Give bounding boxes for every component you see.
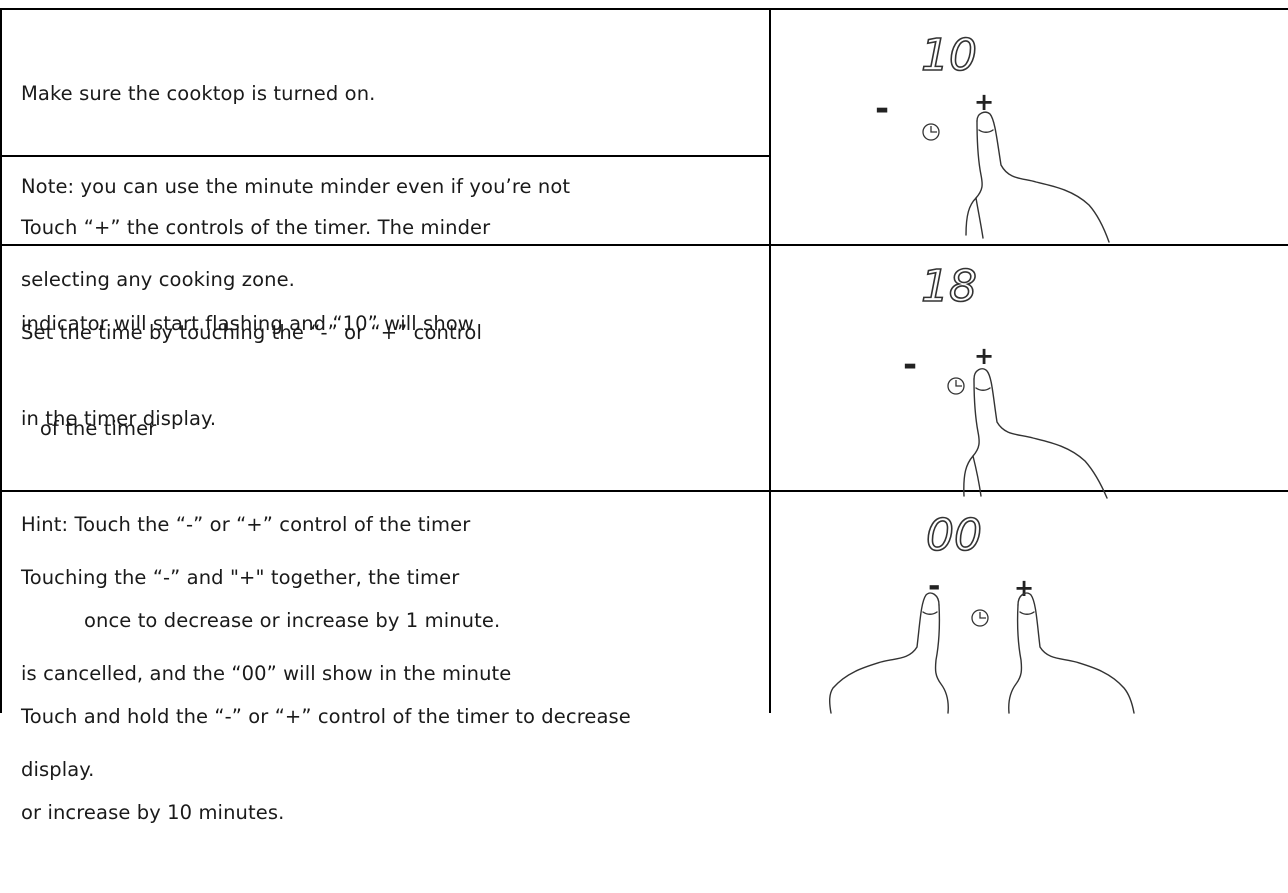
text-line: indicator will start flashing and “10” w…	[21, 312, 474, 335]
row-divider-3	[0, 490, 1288, 492]
text-line: Note: you can use the minute minder even…	[21, 175, 571, 198]
text-line: once to decrease or increase by 1 minute…	[21, 609, 501, 632]
timer-illustration: 10 - +	[875, 29, 1110, 243]
timer-display: 00	[926, 510, 982, 561]
text-line: display.	[21, 758, 95, 781]
timer-figure-3: 00 - +	[771, 492, 1288, 714]
clock-icon	[971, 609, 989, 627]
text-line: selecting any cooking zone.	[21, 268, 295, 291]
text-line: is cancelled, and the “00” will show in …	[21, 662, 512, 685]
row-divider-2	[0, 244, 1288, 246]
minus-control: -	[903, 345, 917, 385]
plus-control: +	[974, 88, 994, 116]
timer-figure-1: 10 - +	[771, 10, 1288, 244]
text-line: Set the time by touching the “-” or “+” …	[21, 321, 482, 344]
table-top-border	[0, 8, 1288, 10]
timer-display: 18	[921, 261, 977, 312]
step-text-1: Make sure the cooktop is turned on. Note…	[21, 16, 570, 357]
timer-illustration: 00 - +	[828, 509, 1135, 714]
hand-pointing-icon	[963, 368, 1108, 499]
clock-icon	[947, 377, 965, 395]
text-line: Make sure the cooktop is turned on.	[21, 82, 376, 105]
clock-icon	[922, 123, 940, 141]
text-line: Touching the “-” and "+" together, the t…	[21, 566, 460, 589]
table-column-divider	[769, 8, 771, 713]
row-divider-1	[0, 155, 771, 157]
hand-left-pointing-icon	[828, 592, 949, 714]
hand-right-pointing-icon	[1008, 592, 1135, 714]
minus-control: -	[928, 569, 940, 604]
text-line: of the timer	[21, 417, 157, 440]
step-text-2: Touch “+” the controls of the timer. The…	[21, 145, 490, 498]
timer-figure-2: 18 - +	[771, 246, 1288, 499]
hand-pointing-icon	[965, 111, 1110, 243]
timer-illustration: 18 - +	[903, 260, 1108, 499]
plus-control: +	[1014, 574, 1034, 602]
minus-control: -	[875, 89, 889, 129]
step-text-4: Touching the “-” and "+" together, the t…	[21, 498, 511, 850]
timer-display: 10	[921, 30, 977, 81]
table-left-border	[0, 8, 2, 713]
plus-control: +	[974, 342, 994, 370]
text-line: in the timer display.	[21, 407, 217, 430]
text-line: Touch “+” the controls of the timer. The…	[21, 216, 491, 239]
instruction-table: Make sure the cooktop is turned on. Note…	[0, 8, 1288, 824]
text-line: Hint: Touch the “-” or “+” control of th…	[21, 513, 471, 536]
